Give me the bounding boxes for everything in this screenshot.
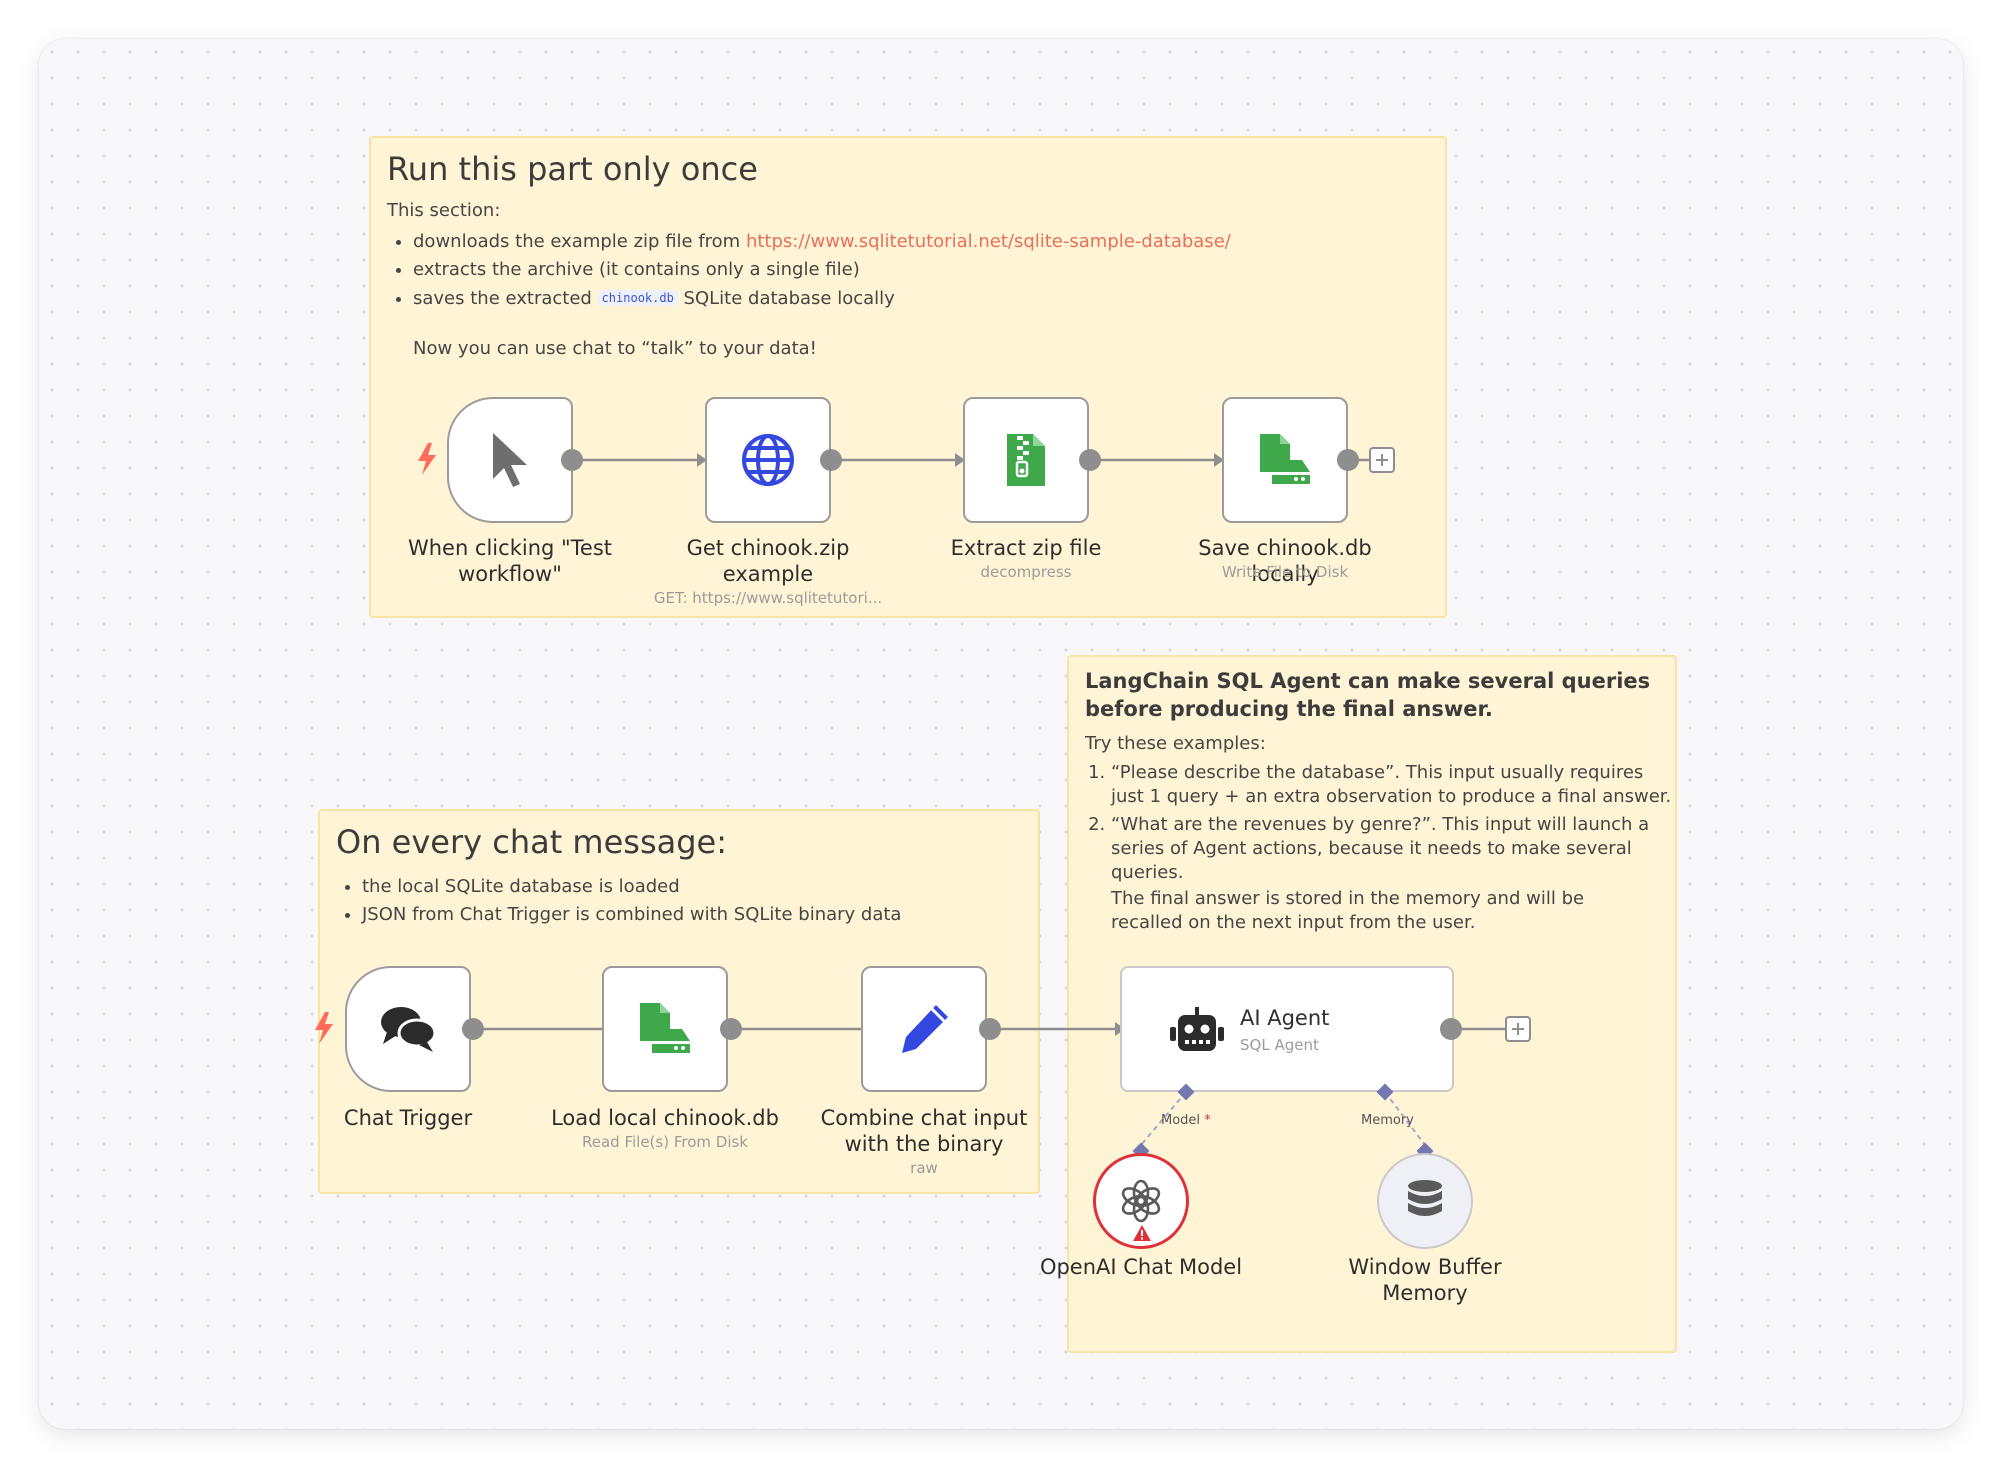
node-openai-model[interactable]	[1093, 1153, 1189, 1249]
note-title: Run this part only once	[387, 150, 758, 188]
trigger-bolt-icon	[315, 1012, 333, 1044]
node-manual-trigger[interactable]	[447, 397, 573, 523]
note-bullet-list: downloads the example zip file from http…	[387, 228, 1231, 313]
add-node-button[interactable]	[1369, 447, 1395, 473]
note-bullet: extracts the archive (it contains only a…	[413, 256, 1231, 284]
model-connector-label: Model *	[1161, 1113, 1211, 1128]
cursor-icon	[493, 433, 527, 487]
output-port[interactable]	[979, 1018, 1001, 1040]
note-numbered-list: “Please describe the database”. This inp…	[1085, 761, 1681, 885]
chat-bubbles-icon	[381, 1007, 437, 1052]
note-intro: This section:	[387, 200, 501, 221]
node-label: AI Agent	[1240, 1006, 1330, 1030]
node-label: When clicking "Test workflow"	[407, 536, 613, 586]
openai-icon	[1121, 1179, 1161, 1223]
note-list-item: “What are the revenues by genre?”. This …	[1111, 813, 1681, 885]
sample-database-link[interactable]: https://www.sqlitetutorial.net/sqlite-sa…	[745, 231, 1231, 252]
sub-connection-line	[1384, 1091, 1426, 1146]
connector-label-text: Model	[1161, 1113, 1201, 1128]
note-list-item: “Please describe the database”. This inp…	[1111, 761, 1681, 809]
required-marker: *	[1204, 1113, 1211, 1128]
node-label: Get chinook.zip example	[686, 536, 850, 586]
inline-code: chinook.db	[597, 290, 678, 306]
note-bullet: the local SQLite database is loaded	[362, 873, 901, 901]
zip-file-icon	[1007, 434, 1045, 486]
sub-connection-line	[1140, 1091, 1187, 1146]
output-port[interactable]	[561, 449, 583, 471]
node-ai-agent[interactable]: AI Agent SQL Agent	[1120, 966, 1454, 1092]
pencil-icon	[902, 1005, 948, 1053]
globe-icon	[742, 434, 794, 486]
trigger-bolt-icon	[418, 443, 436, 475]
note-title: LangChain SQL Agent can make several que…	[1085, 669, 1651, 721]
arrow-head	[955, 453, 965, 467]
output-port[interactable]	[720, 1018, 742, 1040]
file-disk-icon	[1260, 434, 1310, 484]
node-combine[interactable]	[861, 966, 987, 1092]
arrow-head	[1214, 453, 1224, 467]
output-port[interactable]	[1440, 1018, 1462, 1040]
node-subtitle: decompress	[980, 563, 1072, 581]
bullet-text: downloads the example zip file from	[413, 231, 746, 252]
node-subtitle: Read File(s) From Disk	[582, 1133, 748, 1151]
node-save-db[interactable]	[1222, 397, 1348, 523]
note-bullet-list: the local SQLite database is loaded JSON…	[336, 873, 901, 929]
memory-connector-label: Memory	[1361, 1113, 1414, 1128]
node-subtitle: Write File to Disk	[1221, 563, 1349, 581]
note-title: On every chat message:	[336, 823, 728, 861]
bullet-text: saves the extracted	[413, 288, 598, 309]
database-icon	[1408, 1180, 1442, 1216]
node-label: Extract zip file	[950, 536, 1102, 560]
node-chat-trigger[interactable]	[345, 966, 471, 1092]
node-label: OpenAI Chat Model	[1039, 1255, 1243, 1279]
node-subtitle: SQL Agent	[1240, 1036, 1319, 1054]
node-label: Chat Trigger	[343, 1106, 473, 1130]
node-subtitle: raw	[910, 1159, 938, 1177]
note-outro: The final answer is stored in the memory…	[1111, 888, 1585, 933]
note-outro: Now you can use chat to “talk” to your d…	[413, 338, 817, 359]
arrow-head	[697, 453, 707, 467]
output-port[interactable]	[462, 1018, 484, 1040]
output-port[interactable]	[820, 449, 842, 471]
plus-icon	[1376, 454, 1388, 466]
note-bullet: JSON from Chat Trigger is combined with …	[362, 901, 901, 929]
note-bullet: saves the extracted chinook.db SQLite da…	[413, 284, 1231, 313]
node-label: Combine chat input with the binary	[820, 1106, 1028, 1156]
node-subtitle: GET: https://www.sqlitetutori...	[653, 589, 883, 607]
workflow-canvas[interactable]: Run this part only once This section: do…	[39, 39, 1963, 1429]
note-intro: Try these examples:	[1085, 733, 1266, 754]
output-port[interactable]	[1079, 449, 1101, 471]
node-window-memory[interactable]	[1377, 1153, 1473, 1249]
file-disk-icon	[640, 1003, 690, 1053]
note-bullet: downloads the example zip file from http…	[413, 228, 1231, 256]
sticky-note-setup[interactable]: Run this part only once This section: do…	[369, 136, 1447, 618]
connection-wires	[473, 453, 1505, 1146]
node-get-zip[interactable]	[705, 397, 831, 523]
node-label: Load local chinook.db	[551, 1106, 779, 1130]
bullet-text: SQLite database locally	[677, 288, 895, 309]
node-label: Window Buffer Memory	[1348, 1255, 1502, 1305]
node-extract-zip[interactable]	[963, 397, 1089, 523]
node-load-db[interactable]	[602, 966, 728, 1092]
output-port[interactable]	[1337, 449, 1359, 471]
add-node-button[interactable]	[1505, 1016, 1531, 1042]
robot-icon	[1170, 1007, 1224, 1051]
warning-icon	[1133, 1225, 1151, 1241]
plus-icon	[1512, 1023, 1524, 1035]
node-label: Save chinook.db locally	[1198, 536, 1372, 586]
